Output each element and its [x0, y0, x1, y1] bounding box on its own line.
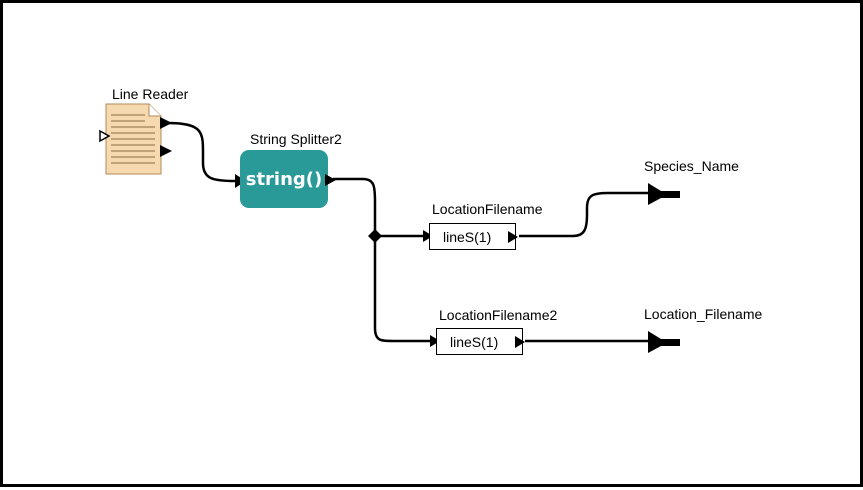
line-reader-output-port-2	[160, 145, 172, 157]
wire-to-species-name	[519, 191, 650, 238]
line-reader-label: Line Reader	[112, 86, 189, 102]
location-filename2-node[interactable]: lineS(1)	[436, 328, 523, 355]
line-reader-node[interactable]	[99, 103, 175, 177]
location-filename2-body: lineS(1)	[450, 333, 499, 350]
arrow-into-locationfilename	[423, 230, 433, 242]
location-filename-label: LocationFilename	[432, 201, 543, 217]
connection-wires	[167, 121, 650, 347]
wire-splitter-to-junction	[333, 177, 377, 235]
location-filename2-output-port	[515, 336, 525, 348]
location-filename-body: lineS(1)	[443, 228, 492, 245]
wire-junction-to-locationfilename2	[373, 236, 431, 343]
junction-diamond	[368, 229, 382, 243]
species-name-output-sink[interactable]	[647, 182, 681, 206]
arrow-into-locationfilename2	[430, 335, 440, 347]
wire-reader-to-splitter	[167, 121, 236, 183]
string-splitter-output-port	[325, 174, 336, 186]
line-reader-input-port	[99, 129, 111, 143]
location-filename2-label: LocationFilename2	[439, 307, 558, 323]
location-filename-output-port	[508, 231, 518, 243]
string-splitter-node[interactable]: string()	[240, 150, 328, 208]
location-filename-output-sink[interactable]	[647, 330, 681, 354]
string-splitter-label: String Splitter2	[250, 131, 342, 147]
string-splitter-body: string()	[245, 168, 323, 190]
location-filename-output-label: Location_Filename	[644, 306, 763, 322]
species-name-label: Species_Name	[644, 158, 739, 174]
line-reader-output-port-1	[160, 117, 172, 129]
location-filename-node[interactable]: lineS(1)	[429, 223, 516, 250]
